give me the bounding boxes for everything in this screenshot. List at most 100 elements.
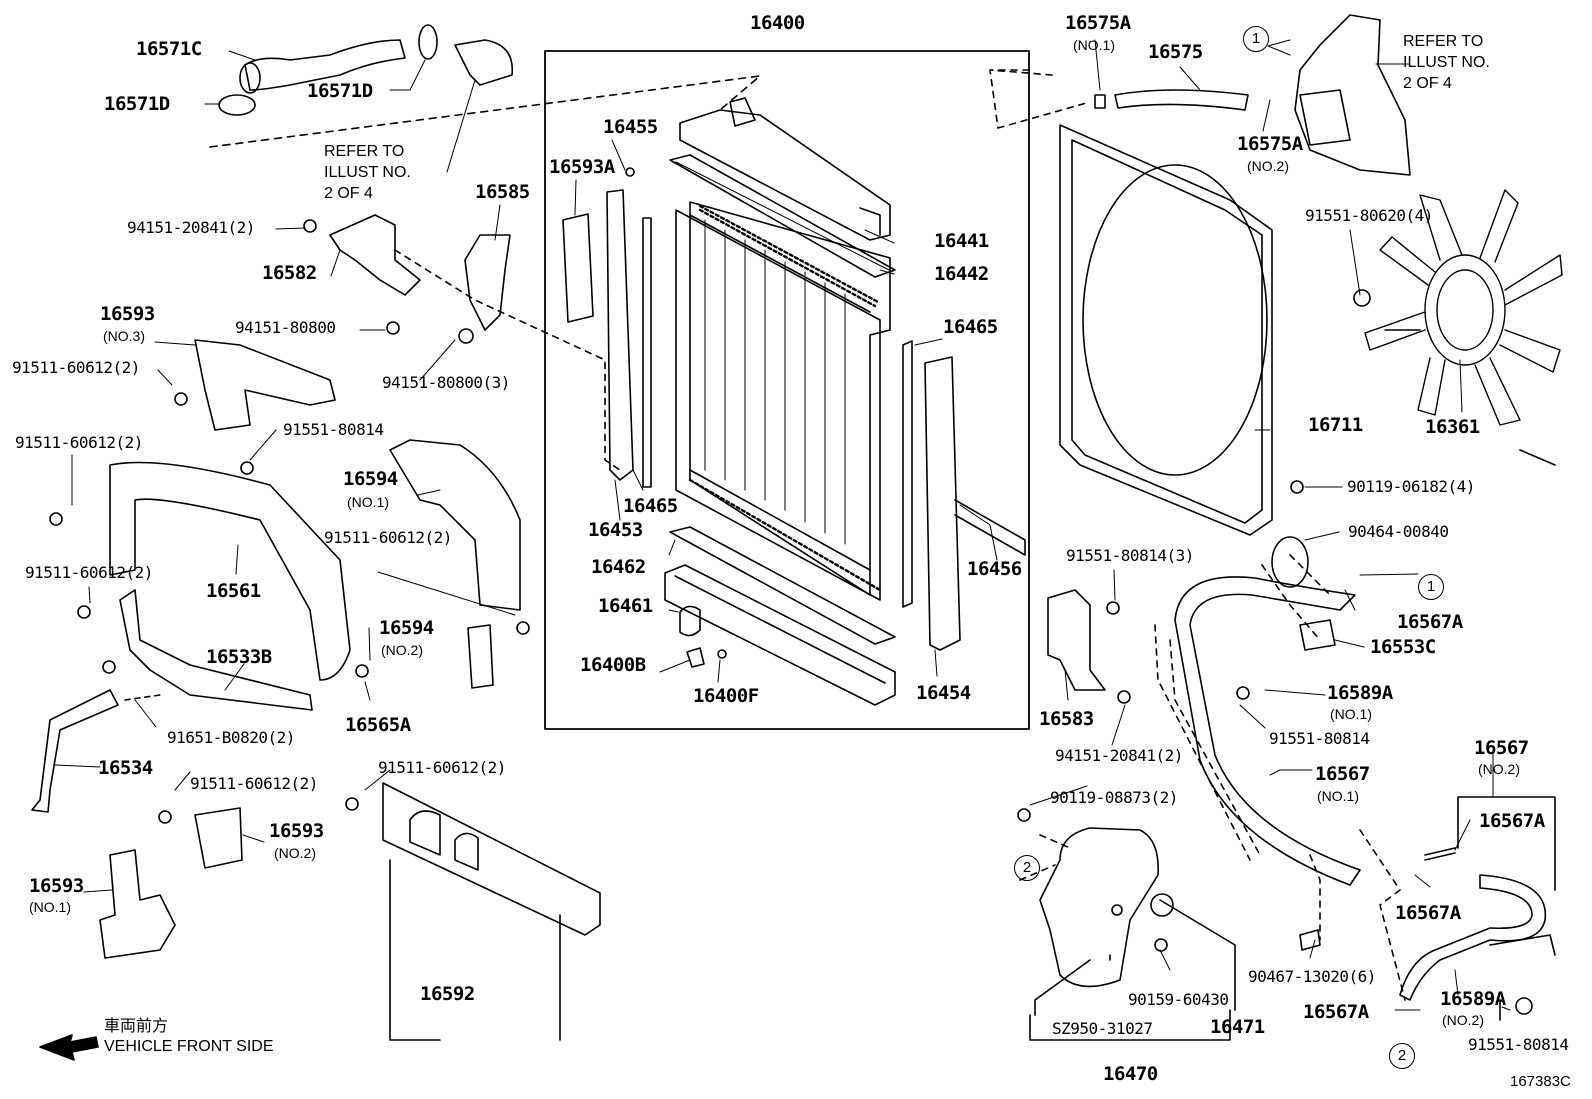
part-label: 91511-60612(2) xyxy=(12,358,140,377)
side-plate-right xyxy=(924,356,961,651)
part-label: 94151-20841(2) xyxy=(1055,746,1183,765)
circle-ref-1: 1 xyxy=(1243,26,1269,52)
part-sublabel: (NO.2) xyxy=(1442,1012,1484,1028)
seal-16593-3 xyxy=(194,339,336,431)
front-side-en: VEHICLE FRONT SIDE xyxy=(104,1038,274,1055)
part-label: 16593 xyxy=(269,820,324,842)
circle-ref-1: 1 xyxy=(1418,574,1444,600)
part-label: 90119-06182(4) xyxy=(1347,477,1475,496)
pad-16593-1 xyxy=(99,849,176,959)
part-label: 16453 xyxy=(588,519,643,541)
stay-16534 xyxy=(31,689,119,813)
part-label: 91551-80620(4) xyxy=(1305,206,1433,225)
part-label: 16533B xyxy=(206,646,272,668)
part-label: 16456 xyxy=(967,558,1022,580)
part-label: 91511-60612(2) xyxy=(15,433,143,452)
part-label: 16534 xyxy=(98,757,153,779)
part-label: 16575A xyxy=(1237,133,1303,155)
part-label: 16567 xyxy=(1474,737,1529,759)
part-label: 16589A xyxy=(1327,682,1393,704)
reservoir-16470 xyxy=(1039,827,1159,988)
circle-ref-2: 2 xyxy=(1014,855,1040,881)
bracket-16583 xyxy=(1047,589,1106,691)
part-label: 16593 xyxy=(100,303,155,325)
clamp-16571D-a xyxy=(218,94,256,116)
lower-tank xyxy=(664,564,896,706)
part-label: 16400 xyxy=(750,12,805,34)
part-label: 16553C xyxy=(1370,636,1436,658)
part-label: 16400B xyxy=(580,654,646,676)
part-sublabel: (NO.2) xyxy=(381,642,423,658)
part-label: 91551-80814(3) xyxy=(1066,546,1194,565)
cooling-fan xyxy=(1364,189,1563,426)
cover-16592 xyxy=(382,782,601,936)
part-label: 16589A xyxy=(1440,988,1506,1010)
refer-note-left: REFER TO ILLUST NO. 2 OF 4 xyxy=(324,143,411,202)
part-label: 16465 xyxy=(943,316,998,338)
assembly-box xyxy=(544,50,1030,730)
part-label: 16361 xyxy=(1425,416,1480,438)
part-label: 16575 xyxy=(1148,41,1203,63)
clip-16575A xyxy=(1094,94,1106,109)
part-label: 90159-60430 xyxy=(1128,990,1229,1009)
part-label: 16465 xyxy=(623,495,678,517)
part-label: 16594 xyxy=(343,468,398,490)
part-label: 16571D xyxy=(307,80,373,102)
part-label: 16462 xyxy=(591,556,646,578)
part-label: SZ950-31027 xyxy=(1052,1019,1153,1038)
part-label: 16571C xyxy=(136,38,202,60)
part-label: 16565A xyxy=(345,714,411,736)
part-label: 94151-80800 xyxy=(235,318,336,337)
part-sublabel: (NO.1) xyxy=(29,899,71,915)
part-sublabel: (NO.2) xyxy=(1478,761,1520,777)
part-label: 16400F xyxy=(693,685,759,707)
upper-tank xyxy=(679,97,891,241)
water-inlet-housing xyxy=(1294,14,1411,176)
hose-16567-2 xyxy=(1399,874,1547,1001)
part-label: 16582 xyxy=(262,262,317,284)
front-side-jp: 車両前方 xyxy=(104,1016,169,1035)
part-sublabel: (NO.1) xyxy=(1330,706,1372,722)
part-label: 16454 xyxy=(916,682,971,704)
hose-16571C xyxy=(244,39,406,91)
part-label: 16585 xyxy=(475,181,530,203)
hose-16567-1 xyxy=(1174,576,1361,886)
side-seal-right xyxy=(902,340,913,608)
seal-16594-1 xyxy=(389,439,521,611)
side-seal-left xyxy=(642,217,652,488)
part-label: 16592 xyxy=(420,983,475,1005)
part-label: 16442 xyxy=(934,263,989,285)
part-label: 16567 xyxy=(1315,763,1370,785)
part-label: 16455 xyxy=(603,116,658,138)
part-sublabel: (NO.1) xyxy=(1073,37,1115,53)
part-label: 16441 xyxy=(934,230,989,252)
drain-plug xyxy=(686,647,705,668)
fasteners xyxy=(49,167,1533,1015)
part-label: 90467-13020(6) xyxy=(1248,967,1376,986)
pad-16593A xyxy=(562,213,594,323)
bracket-16582 xyxy=(329,214,421,296)
clamp-16571D-b xyxy=(418,24,438,60)
part-label: 91511-60612(2) xyxy=(190,774,318,793)
support-16561 xyxy=(109,461,351,681)
bracket-16533B xyxy=(119,589,313,711)
front-arrow xyxy=(39,1034,99,1061)
part-label: 16571D xyxy=(104,93,170,115)
part-label: 91511-60612(2) xyxy=(324,528,452,547)
part-label: 16561 xyxy=(206,580,261,602)
radiator-core xyxy=(675,201,891,601)
band-clip xyxy=(1271,536,1309,588)
part-label: 16567A xyxy=(1397,611,1463,633)
part-sublabel: (NO.2) xyxy=(274,845,316,861)
upper-gasket xyxy=(669,154,896,278)
part-label: 16461 xyxy=(598,595,653,617)
hose-16575 xyxy=(1114,89,1249,111)
part-label: 91551-80814 xyxy=(1468,1035,1569,1054)
refer-note-right: REFER TO ILLUST NO. 2 OF 4 xyxy=(1403,33,1490,92)
part-label: 91511-60612(2) xyxy=(378,758,506,777)
part-label: 16594 xyxy=(379,617,434,639)
part-label: 16593 xyxy=(29,875,84,897)
part-sublabel: (NO.1) xyxy=(1317,788,1359,804)
part-label: 90464-00840 xyxy=(1348,522,1449,541)
side-plate-left xyxy=(606,189,634,481)
